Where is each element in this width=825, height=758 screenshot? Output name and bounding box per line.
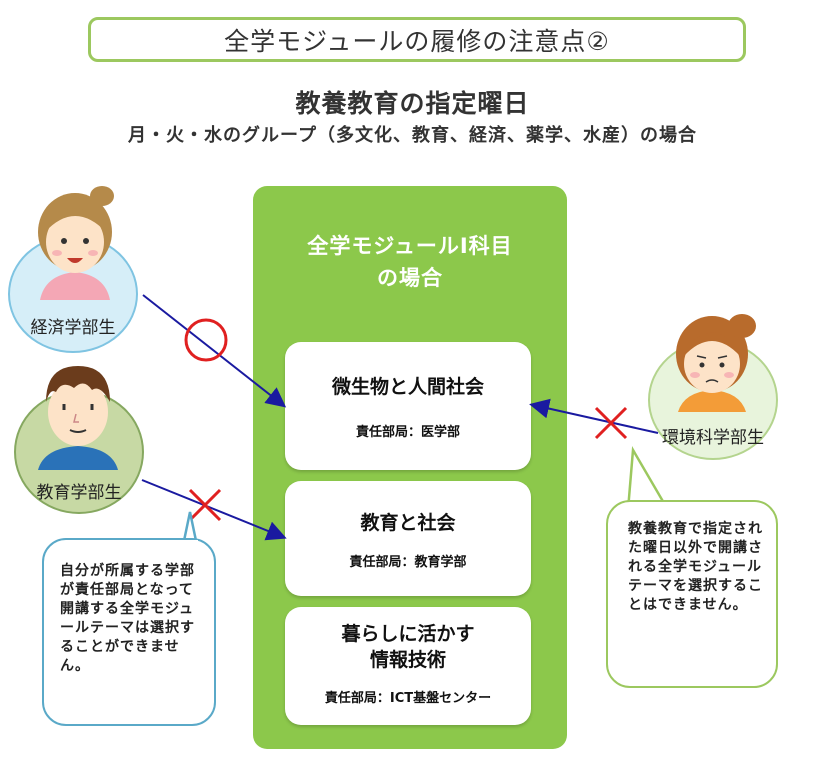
- course-card-biology: 微生物と人間社会 責任部局：医学部: [285, 342, 531, 470]
- education-student-label: 教育学部生: [36, 483, 122, 503]
- panel-heading-line1: 全学モジュールⅠ科目: [307, 234, 513, 258]
- environment-student-avatar: [676, 314, 756, 412]
- bubble-left-tail-join: [182, 540, 198, 544]
- course-title: 教育と社会: [360, 512, 456, 534]
- panel-heading: 全学モジュールⅠ科目 の場合: [253, 230, 567, 294]
- arrow-environment-to-biology: [529, 398, 659, 434]
- environment-student-label: 環境科学部生: [662, 428, 764, 448]
- arrow-economics-to-biology: [142, 294, 287, 408]
- speech-bubble-left: 自分が所属する学部が責任部局となって開講する全学モジュールテーマは選択することが…: [42, 538, 216, 726]
- ok-mark-circle: [184, 318, 228, 362]
- page-title-box: 全学モジュールの履修の注意点②: [88, 17, 746, 62]
- ng-mark-education: [188, 488, 222, 522]
- course-title: 微生物と人間社会: [331, 376, 484, 398]
- section-subtitle: 月・火・水のグループ（多文化、教育、経済、薬学、水産）の場合: [128, 125, 697, 146]
- course-title-line1: 暮らしに活かす: [341, 623, 475, 645]
- panel-heading-line2: の場合: [377, 266, 443, 290]
- bubble-right-tail-join: [632, 502, 666, 506]
- section-title: 教養教育の指定曜日: [295, 89, 530, 118]
- course-dept: 責任部局：ICT基盤センター: [324, 691, 492, 706]
- economics-student-label: 経済学部生: [30, 318, 116, 338]
- ng-mark-environment: [594, 406, 628, 440]
- course-card-education: 教育と社会 責任部局：教育学部: [285, 481, 531, 596]
- course-title: 暮らしに活かす 情報技術: [285, 621, 531, 673]
- economics-student-avatar: [38, 186, 114, 300]
- speech-bubble-right: 教養教育で指定された曜日以外で開講される全学モジュールテーマを選択することはでき…: [606, 500, 778, 688]
- course-title-line2: 情報技術: [369, 649, 446, 671]
- arrow-education-to-education: [141, 479, 287, 541]
- page-title: 全学モジュールの履修の注意点②: [224, 26, 610, 56]
- course-card-ict: 暮らしに活かす 情報技術 責任部局：ICT基盤センター: [285, 607, 531, 725]
- course-dept: 責任部局：医学部: [355, 425, 460, 440]
- education-student-avatar: [38, 366, 118, 470]
- course-dept: 責任部局：教育学部: [349, 555, 467, 570]
